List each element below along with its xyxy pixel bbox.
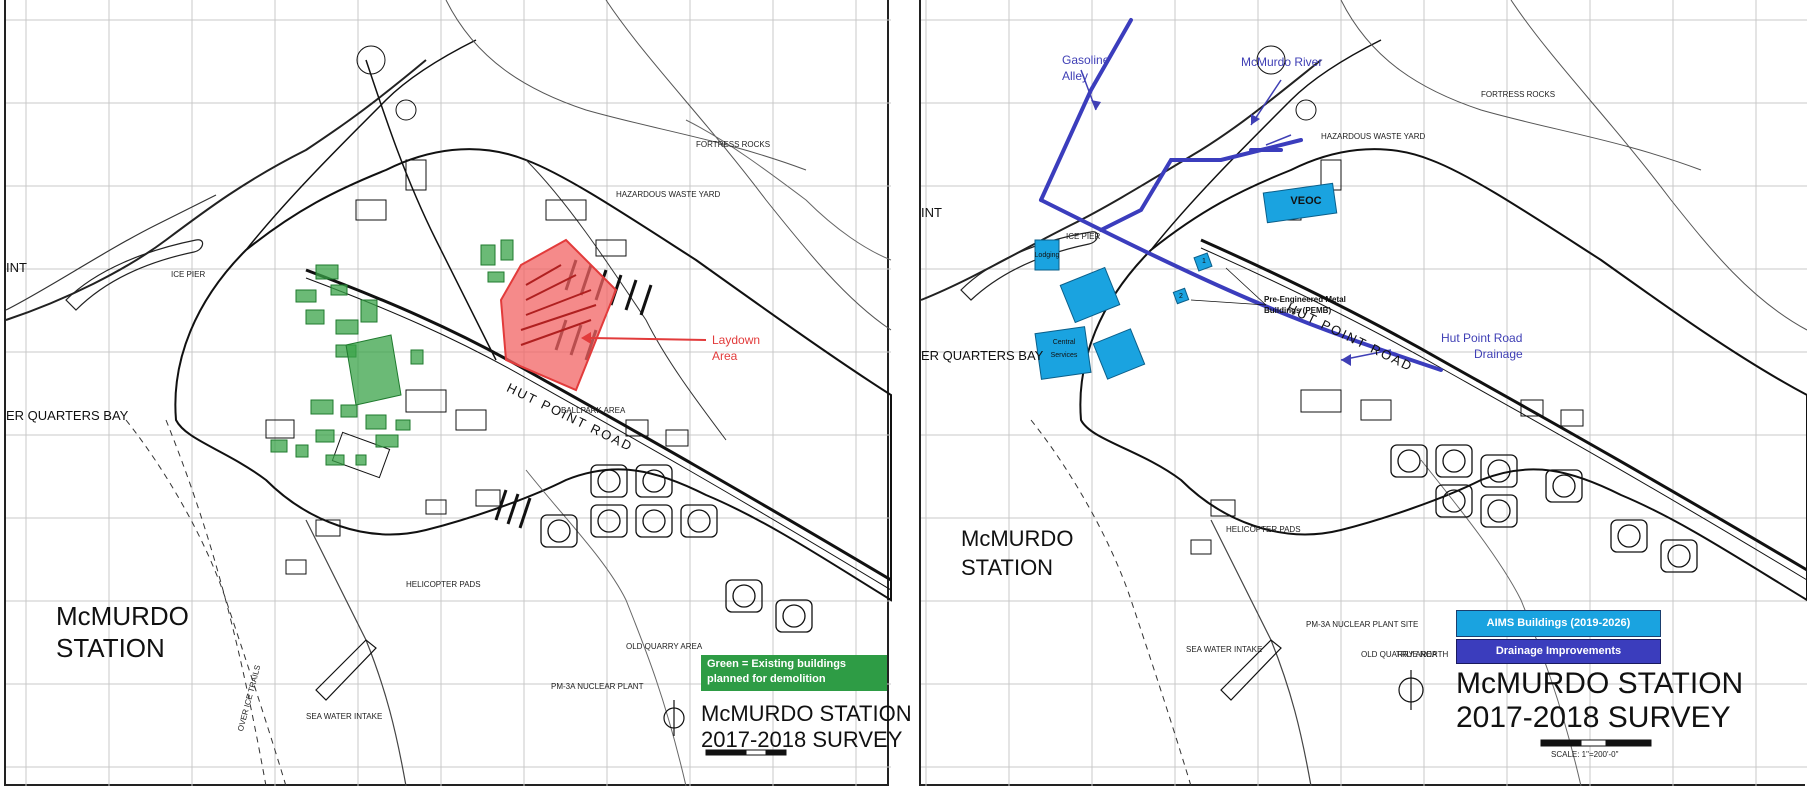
drainage-legend: Drainage Improvements bbox=[1456, 639, 1661, 664]
hut-point-road bbox=[305, 268, 892, 582]
label-nuclear: PM-3A NUCLEAR PLANT SITE bbox=[1306, 620, 1419, 629]
fuel-tanks bbox=[540, 464, 813, 633]
hut-point-road bbox=[1200, 238, 1807, 572]
pemb-annotation-line1: Pre-Engineered Metal bbox=[1264, 295, 1346, 304]
demolition-legend-line2: planned for demolition bbox=[707, 673, 826, 685]
label-fortress: FORTRESS ROCKS bbox=[696, 140, 771, 149]
right-map-panel: INT ER QUARTERS BAY ICE PIER HAZARDOUS W… bbox=[919, 0, 1807, 786]
drainage-lines bbox=[1039, 18, 1443, 372]
label-ice-pier: ICE PIER bbox=[171, 270, 206, 279]
north-arrow-icon bbox=[663, 700, 685, 736]
station-title-line1: McMURDO bbox=[56, 601, 189, 631]
label-hazardous: HAZARDOUS WASTE YARD bbox=[616, 190, 721, 199]
hut-drainage-annotation-line2: Drainage bbox=[1474, 347, 1523, 361]
grid-lines bbox=[6, 0, 891, 786]
pemb-1-label: 1 bbox=[1202, 257, 1206, 265]
pemb-annotation-line2: Buildings (PEMB) bbox=[1264, 306, 1332, 315]
demolition-buildings bbox=[270, 239, 514, 466]
label-fortress: FORTRESS ROCKS bbox=[1481, 90, 1556, 99]
station-title-line1: McMURDO bbox=[961, 526, 1074, 551]
label-scale: SCALE: 1"=200'-0" bbox=[1551, 750, 1619, 759]
label-quarters-bay: ER QUARTERS BAY bbox=[6, 408, 129, 423]
label-quarters-bay: ER QUARTERS BAY bbox=[921, 348, 1044, 363]
scale-bar bbox=[1540, 739, 1652, 747]
aims-buildings bbox=[1034, 182, 1338, 380]
north-arrow-icon bbox=[1398, 670, 1424, 710]
gasoline-annotation-line2: Alley bbox=[1062, 69, 1089, 83]
laydown-arrow bbox=[590, 337, 707, 341]
station-title-line2: STATION bbox=[56, 633, 165, 663]
label-helicopter: HELICOPTER PADS bbox=[1226, 525, 1301, 534]
label-hazardous: HAZARDOUS WASTE YARD bbox=[1321, 132, 1426, 141]
label-point: INT bbox=[6, 260, 27, 275]
survey-title-line1: McMURDO STATION bbox=[1456, 667, 1744, 700]
demolition-legend-line1: Green = Existing buildings bbox=[707, 658, 847, 670]
left-map-drawing bbox=[5, 0, 892, 786]
right-map-drawing bbox=[920, 0, 1807, 786]
building-outlines bbox=[265, 45, 689, 575]
station-outline bbox=[1079, 148, 1807, 602]
aims-legend: AIMS Buildings (2019-2026) bbox=[1456, 610, 1661, 637]
label-true-north: TRUE NORTH bbox=[1396, 650, 1449, 659]
scale-bar bbox=[705, 749, 787, 756]
sea-water-intake-line bbox=[1220, 639, 1282, 701]
gasoline-annotation-line1: Gasoline bbox=[1062, 53, 1110, 67]
central-label-line1: Central bbox=[1052, 338, 1076, 346]
trail-dashed bbox=[1030, 419, 1192, 786]
pemb-2-label: 2 bbox=[1179, 292, 1183, 300]
sea-water-intake-line bbox=[315, 639, 377, 701]
ice-pier bbox=[65, 239, 204, 311]
ice-pier bbox=[960, 231, 1099, 301]
shoreline bbox=[920, 59, 1322, 301]
label-ice-pier: ICE PIER bbox=[1066, 232, 1101, 241]
coast-outline bbox=[5, 194, 217, 311]
fuel-tanks bbox=[1390, 444, 1698, 573]
label-point: INT bbox=[921, 205, 942, 220]
grid-lines bbox=[921, 0, 1807, 786]
left-map-panel: INT ER QUARTERS BAY ICE PIER HAZARDOUS W… bbox=[4, 0, 912, 786]
survey-title-line1: McMURDO STATION bbox=[701, 701, 912, 726]
label-helicopter: HELICOPTER PADS bbox=[406, 580, 481, 589]
laydown-annotation-line1: Laydown bbox=[712, 333, 761, 347]
central-label-line2: Services bbox=[1050, 351, 1078, 359]
laydown-annotation-line2: Area bbox=[712, 349, 738, 363]
river-annotation: McMurdo River bbox=[1241, 55, 1323, 69]
veoc-label: VEOC bbox=[1290, 195, 1322, 207]
label-ballpark: BALLPARK AREA bbox=[561, 406, 626, 415]
hut-drainage-annotation-line1: Hut Point Road bbox=[1441, 331, 1523, 345]
station-title-line2: STATION bbox=[961, 555, 1054, 580]
label-old-quarry: OLD QUARRY AREA bbox=[626, 642, 703, 651]
label-old-quarry: OLD QUARRY AREA bbox=[1361, 650, 1438, 659]
label-sea-water: SEA WATER INTAKE bbox=[306, 712, 383, 721]
survey-title-line2: 2017-2018 SURVEY bbox=[701, 727, 903, 752]
laydown-area bbox=[499, 238, 618, 392]
survey-title-line2: 2017-2018 SURVEY bbox=[1456, 701, 1731, 734]
label-nuclear: PM-3A NUCLEAR PLANT bbox=[551, 682, 644, 691]
lodging-label: Lodging bbox=[1034, 251, 1060, 259]
station-outline bbox=[174, 148, 892, 602]
demolition-legend: Green = Existing buildings planned for d… bbox=[701, 655, 887, 691]
label-sea-water: SEA WATER INTAKE bbox=[1186, 645, 1263, 654]
shoreline bbox=[5, 59, 427, 321]
